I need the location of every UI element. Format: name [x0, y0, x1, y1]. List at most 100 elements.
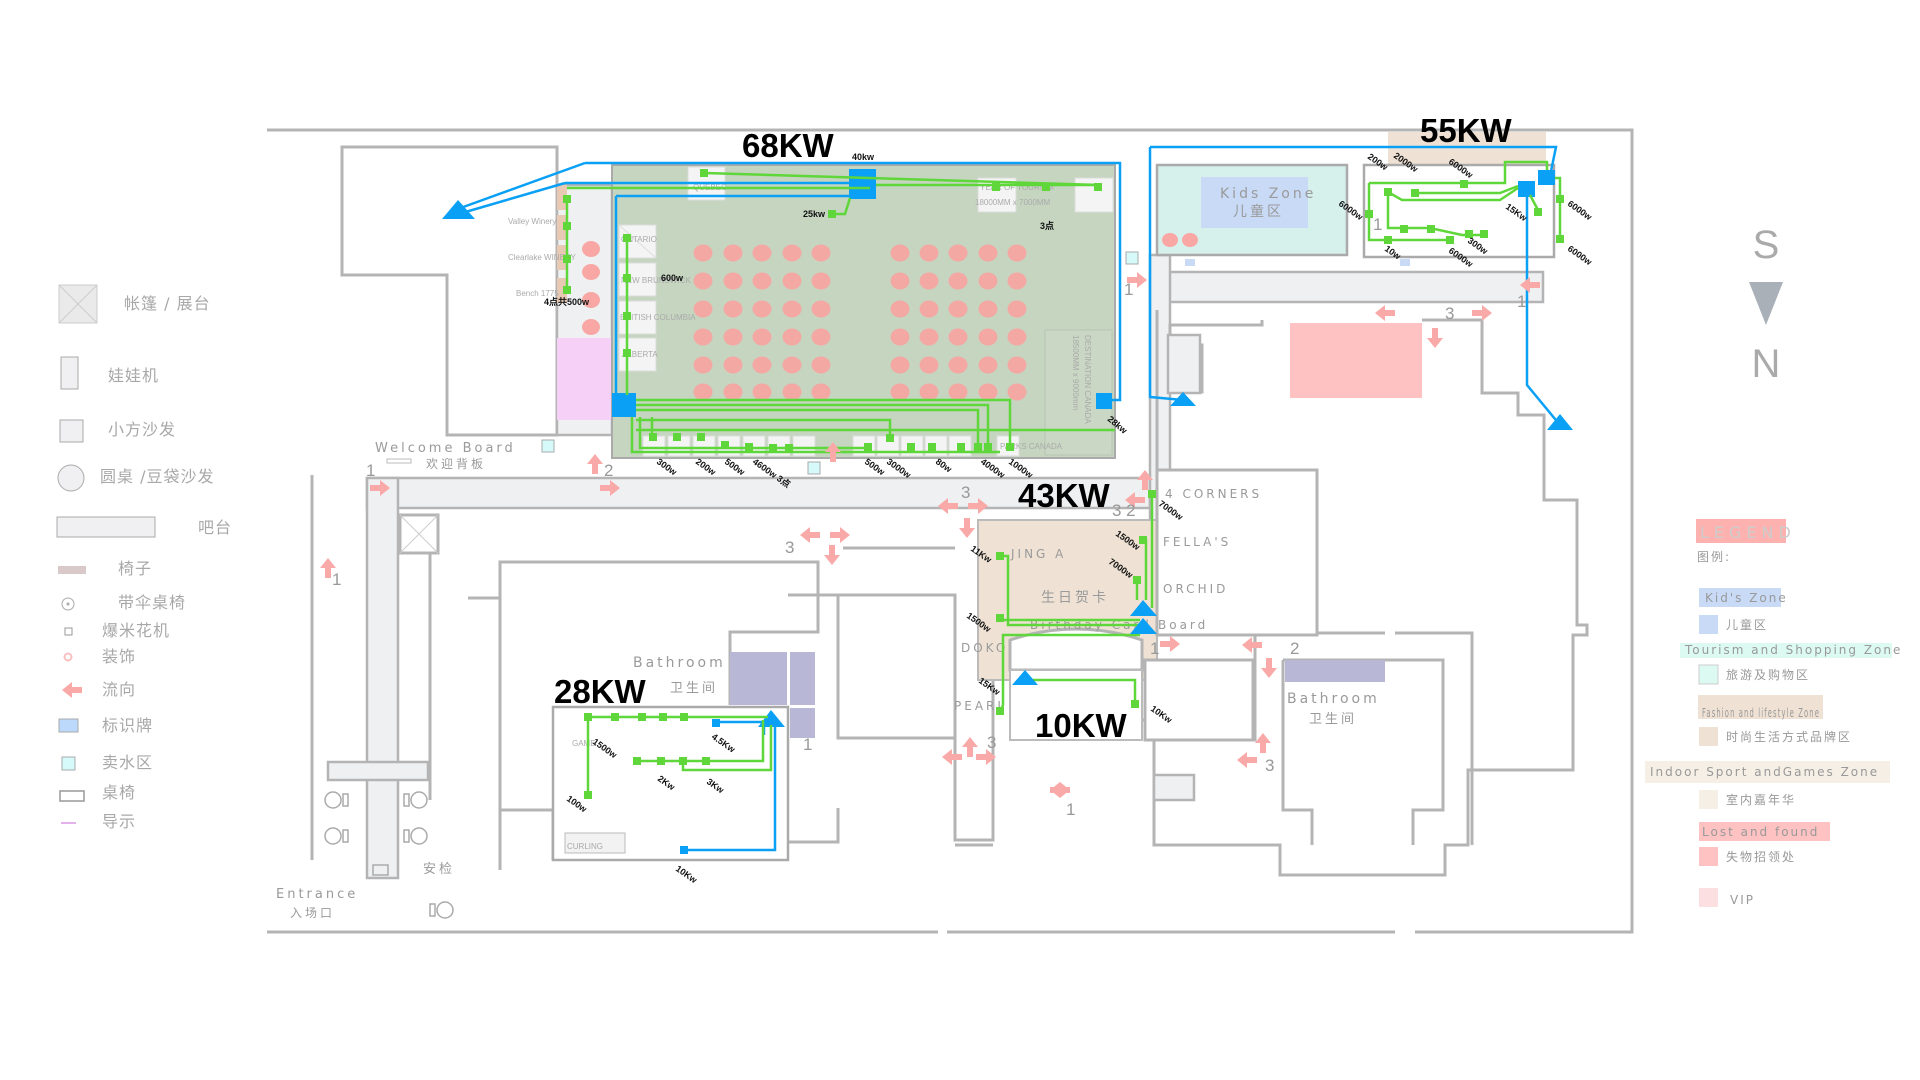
svg-text:1: 1 — [803, 735, 812, 754]
round-table — [811, 356, 831, 374]
destination-canada-area — [1044, 329, 1113, 456]
umbrella-table-icon — [61, 597, 75, 611]
round-table — [978, 356, 998, 374]
round-table — [890, 328, 910, 346]
svg-text:FELLA'S: FELLA'S — [1163, 535, 1231, 549]
round-table — [919, 300, 939, 318]
svg-text:导示: 导示 — [102, 812, 136, 831]
round-table — [978, 244, 998, 262]
round-table — [693, 244, 713, 262]
svg-text:图例:: 图例: — [1697, 550, 1731, 564]
svg-text:PARKS CANADA: PARKS CANADA — [1000, 442, 1063, 451]
svg-text:40kw: 40kw — [852, 152, 875, 162]
round-table — [752, 356, 772, 374]
round-table — [1007, 300, 1027, 318]
round-table — [693, 300, 713, 318]
svg-text:吧台: 吧台 — [198, 518, 232, 537]
svg-text:Kid's Zone: Kid's Zone — [1705, 591, 1788, 605]
left-building — [340, 145, 559, 437]
svg-text:200w: 200w — [694, 456, 719, 477]
flow-arrow-icon — [62, 682, 82, 698]
svg-text:GAME: GAME — [572, 739, 596, 748]
round-table — [752, 244, 772, 262]
round-table — [752, 300, 772, 318]
round-table — [948, 356, 968, 374]
round-table — [919, 272, 939, 290]
round-tables — [693, 244, 1027, 401]
winery-stands: Valley Winery Clearlake WINERY Bench 177… — [508, 185, 600, 335]
zone-total-43kw: 43KW — [1018, 477, 1111, 514]
svg-text:ONTARIO: ONTARIO — [621, 235, 657, 244]
zone-total-28kw: 28KW — [554, 673, 647, 710]
right-corridor — [1148, 270, 1545, 304]
svg-text:卫生间: 卫生间 — [1309, 712, 1357, 727]
svg-text:500w: 500w — [723, 456, 748, 477]
svg-text:3 2: 3 2 — [1112, 501, 1136, 520]
round-table — [782, 244, 802, 262]
round-table — [693, 272, 713, 290]
svg-text:3点: 3点 — [1040, 220, 1054, 231]
round-table — [978, 328, 998, 346]
round-table — [752, 383, 772, 401]
flow-markers: 1 2 3 3 3 2 1 1 2 3 1 3 1 3 1 1 1 — [332, 215, 1526, 819]
svg-text:圆桌 /豆袋沙发: 圆桌 /豆袋沙发 — [100, 467, 214, 486]
round-table — [723, 383, 743, 401]
round-table — [723, 300, 743, 318]
svg-text:1: 1 — [1373, 215, 1382, 234]
svg-text:4 CORNERS: 4 CORNERS — [1165, 487, 1262, 501]
round-table — [723, 356, 743, 374]
round-table — [919, 356, 939, 374]
svg-text:流向: 流向 — [102, 680, 136, 699]
round-table — [948, 383, 968, 401]
round-table — [948, 244, 968, 262]
pink-zone — [557, 338, 612, 420]
svg-text:PEARL: PEARL — [954, 699, 1007, 713]
round-table — [1007, 328, 1027, 346]
round-table — [811, 272, 831, 290]
drinks-area-icon — [61, 756, 76, 771]
svg-text:1: 1 — [1124, 280, 1133, 299]
round-table — [1007, 244, 1027, 262]
svg-text:Fashion and lifestyle Zone: Fashion and lifestyle Zone — [1702, 706, 1820, 720]
main-hall — [611, 164, 1116, 459]
svg-text:4点共500w: 4点共500w — [544, 296, 590, 307]
svg-text:ALBERTA: ALBERTA — [622, 350, 658, 359]
round-table — [723, 244, 743, 262]
chair-icon — [58, 566, 86, 574]
booth-new-brunswick: NEW BRUNSWICK — [618, 262, 691, 297]
booth-british-columbia: BRITISH COLUMBIA — [618, 300, 696, 335]
svg-text:旅游及购物区: 旅游及购物区 — [1726, 667, 1810, 682]
svg-text:Bathroom: Bathroom — [1287, 691, 1380, 707]
round-table — [890, 383, 910, 401]
svg-text:YEAR OF TOURISM: YEAR OF TOURISM — [980, 183, 1054, 192]
svg-text:2: 2 — [604, 461, 613, 480]
round-table — [693, 356, 713, 374]
legend-left: 帐篷 / 展台 娃娃机 小方沙发 圆桌 /豆袋沙发 吧台 椅子 带伞桌椅 爆米花… — [56, 284, 232, 831]
decoration-icon — [63, 652, 73, 662]
svg-text:1: 1 — [1517, 292, 1526, 311]
round-table — [890, 300, 910, 318]
svg-text:入场口: 入场口 — [290, 906, 335, 920]
security-gates — [324, 791, 454, 919]
svg-text:10Kw: 10Kw — [674, 863, 700, 885]
round-table — [978, 383, 998, 401]
round-table — [811, 300, 831, 318]
power-nodes-43kw — [996, 490, 1156, 715]
round-table — [752, 328, 772, 346]
svg-text:300w: 300w — [655, 456, 680, 477]
svg-text:1: 1 — [332, 570, 341, 589]
svg-text:室内嘉年华: 室内嘉年华 — [1726, 792, 1796, 807]
svg-text:18000MM x 7000MM: 18000MM x 7000MM — [975, 198, 1050, 207]
round-table — [948, 272, 968, 290]
svg-text:1: 1 — [366, 461, 375, 480]
svg-text:失物招领处: 失物招领处 — [1726, 849, 1796, 864]
svg-text:标识牌: 标识牌 — [102, 716, 153, 735]
svg-text:Board: Board — [1158, 618, 1208, 632]
round-table-icon — [57, 464, 85, 492]
round-table — [919, 244, 939, 262]
round-table — [752, 272, 772, 290]
svg-text:Lost and found: Lost and found — [1702, 825, 1819, 839]
shopping-area — [1362, 163, 1556, 259]
svg-text:VIP: VIP — [1730, 893, 1755, 907]
svg-text:Tourism and Shopping Zone: Tourism and Shopping Zone — [1684, 643, 1902, 657]
